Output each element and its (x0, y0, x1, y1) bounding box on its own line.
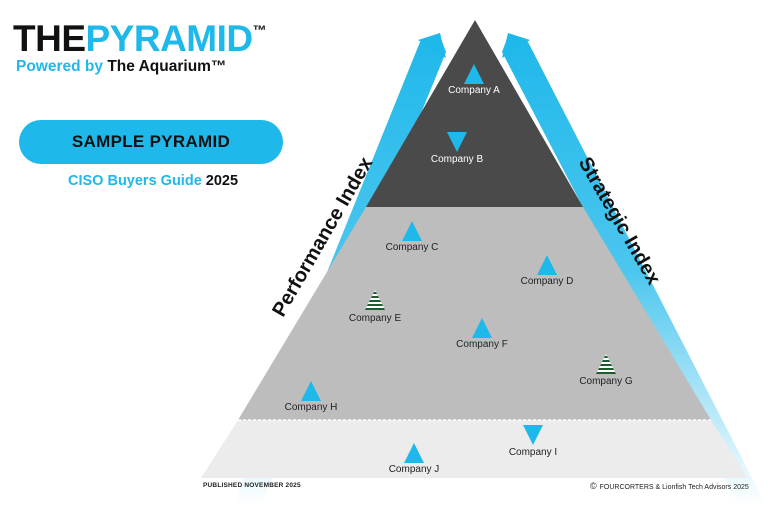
copyright-icon: © (590, 481, 597, 491)
company-marker-group: Company C (386, 221, 439, 253)
strategic-index-arrowhead (502, 33, 530, 58)
company-marker-group: Company H (285, 381, 338, 413)
pyramid-middle-tier (238, 207, 711, 420)
striped-triangle-icon (596, 354, 616, 374)
striped-triangle-icon (365, 290, 385, 310)
company-marker-group: Company A (448, 64, 500, 96)
company-label: Company D (521, 276, 574, 287)
guide-prefix: CISO Buyers Guide (68, 173, 206, 189)
company-label: Company B (431, 154, 484, 165)
strategic-index-arrow (502, 36, 766, 505)
copyright-text: FOURCORTERS & Lionfish Tech Advisors 202… (599, 484, 749, 491)
triangle-up-icon (464, 64, 484, 84)
sample-pyramid-pill: SAMPLE PYRAMID (19, 120, 283, 164)
brand-logo: THEPYRAMID™ (13, 18, 267, 59)
powered-by-prefix: Powered by (16, 58, 108, 75)
triangle-up-icon (472, 318, 492, 338)
powered-by-tagline: Powered by The Aquarium™ (16, 58, 226, 76)
triangle-down-icon (447, 132, 467, 152)
company-label: Company E (349, 313, 402, 324)
pyramid-top-tier (366, 20, 583, 207)
brand-trademark: ™ (252, 22, 267, 38)
company-label: Company F (456, 339, 508, 350)
company-marker-group: Company F (456, 318, 508, 350)
guide-title: CISO Buyers Guide 2025 (68, 173, 238, 189)
company-marker-group: Company E (349, 290, 402, 324)
triangle-up-icon (537, 255, 557, 275)
triangle-up-icon (402, 221, 422, 241)
company-marker-group: Company I (509, 425, 557, 458)
triangle-up-icon (301, 381, 321, 401)
company-label: Company J (389, 464, 440, 475)
triangle-up-icon (404, 443, 424, 463)
company-label: Company A (448, 85, 500, 96)
company-marker-group: Company J (389, 443, 440, 475)
triangle-down-icon (523, 425, 543, 445)
brand-the: THE (13, 18, 86, 59)
performance-index-arrowhead (418, 33, 446, 58)
company-label: Company H (285, 402, 338, 413)
published-date: PUBLISHED NOVEMBER 2025 (203, 482, 301, 489)
company-label: Company C (386, 242, 439, 253)
company-label: Company I (509, 447, 557, 458)
brand-pyramid: PYRAMID (85, 18, 254, 59)
guide-year: 2025 (205, 173, 239, 189)
copyright-notice: ©FOURCORTERS & Lionfish Tech Advisors 20… (590, 481, 749, 491)
company-marker-group: Company G (579, 354, 633, 387)
company-marker-group: Company D (521, 255, 574, 287)
powered-by-name: The Aquarium™ (107, 58, 227, 75)
pyramid-bottom-tier (201, 420, 748, 478)
company-marker-group: Company B (431, 132, 484, 165)
company-label: Company G (579, 376, 633, 387)
